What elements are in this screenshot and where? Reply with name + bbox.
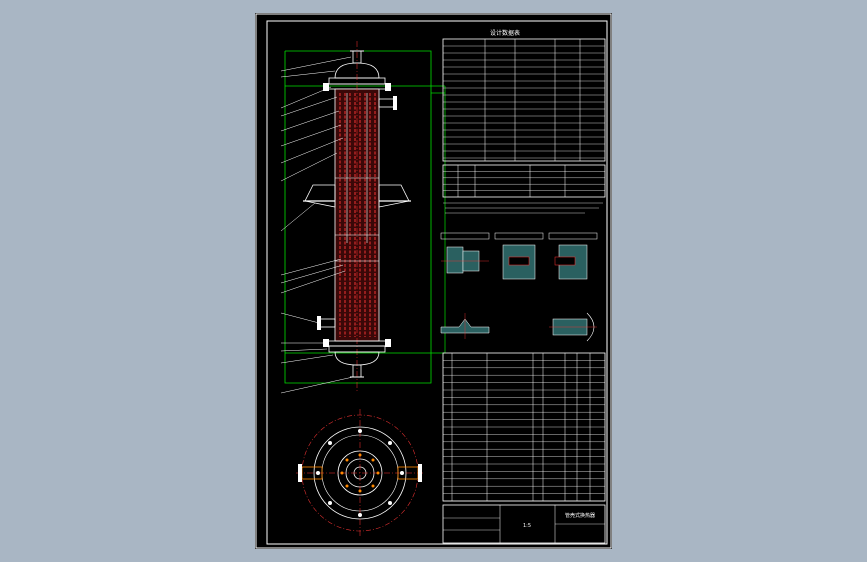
design-table-title: 设计数据表 — [490, 29, 520, 37]
parts-list-table — [442, 352, 606, 502]
title-block-scale: 1:5 — [523, 523, 531, 529]
exchanger-elevation-view — [280, 41, 446, 394]
nozzle-table — [442, 164, 606, 198]
design-data-table: 设计数据表 — [442, 29, 606, 162]
cad-drawing-canvas: 设计数据表 — [255, 13, 612, 549]
title-block: 1:5 管壳式换热器 — [442, 504, 606, 544]
technical-notes — [443, 202, 603, 214]
exchanger-plan-view — [296, 409, 424, 537]
outer-frame — [255, 13, 612, 549]
title-block-drawing-title: 管壳式换热器 — [565, 512, 595, 519]
drawing-border — [266, 20, 608, 545]
weld-details — [440, 232, 598, 342]
